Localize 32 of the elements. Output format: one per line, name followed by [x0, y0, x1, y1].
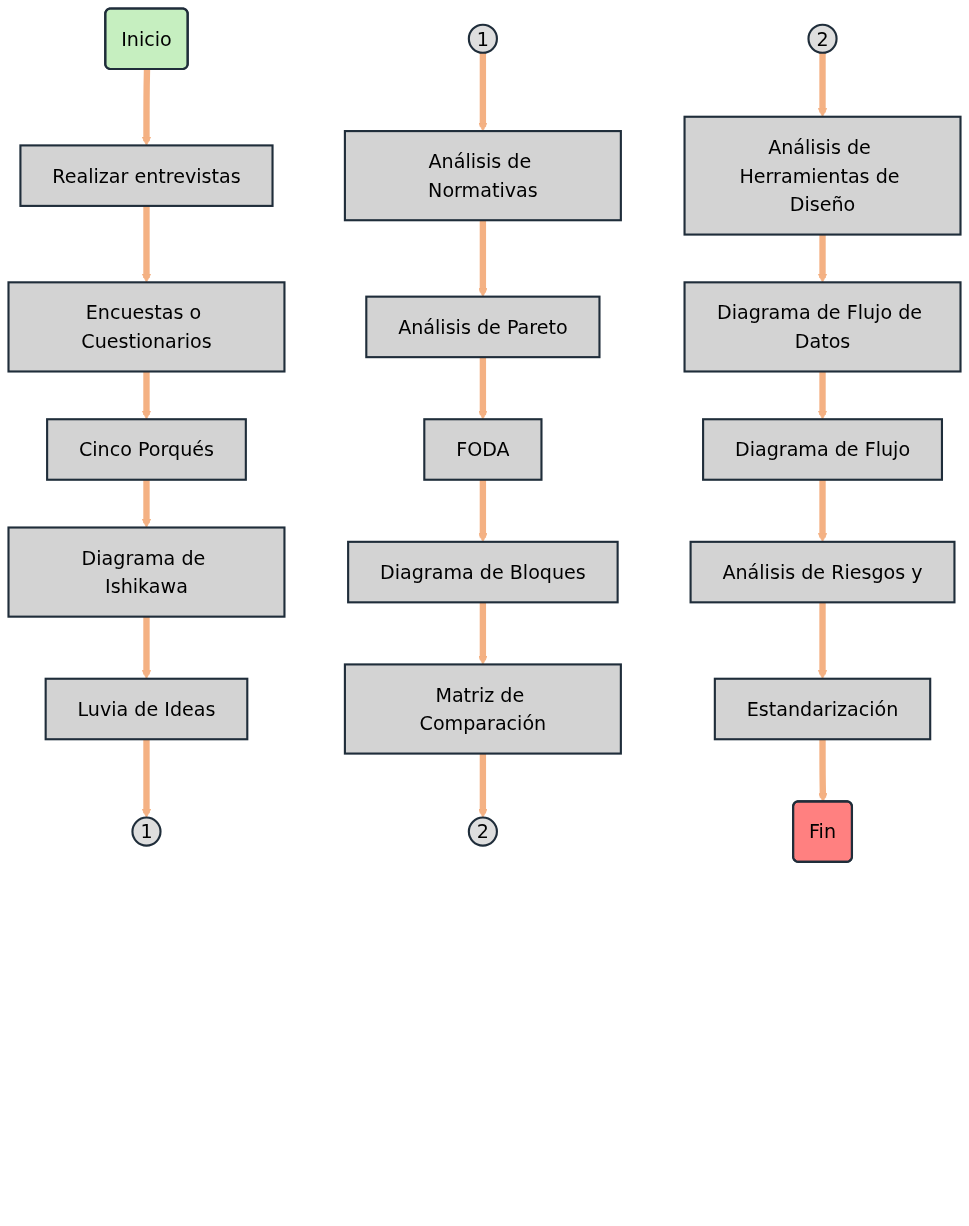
arrow	[478, 52, 488, 132]
arrow	[817, 371, 828, 420]
node-box: Análisis de Herramientas de Diseño	[683, 115, 962, 236]
node-box: FODA	[423, 418, 543, 481]
node-box: Estandarización	[713, 677, 932, 741]
node-circle: 1	[131, 816, 162, 847]
arrow	[478, 753, 488, 818]
node-box: Encuestas o Cuestionarios	[7, 281, 286, 373]
node-box: Análisis de Riesgos y	[689, 540, 956, 604]
node-box: Análisis de Normativas	[343, 130, 622, 222]
node-box: Diagrama de Ishikawa	[7, 526, 286, 618]
arrow	[141, 205, 152, 283]
arrow	[478, 602, 488, 665]
arrow	[141, 371, 152, 420]
node-box: Matriz de Comparación	[343, 663, 622, 755]
arrow	[141, 739, 152, 818]
node-box: Diagrama de Flujo de Datos	[683, 281, 962, 373]
node-box: Análisis de Pareto	[365, 295, 601, 359]
arrow	[817, 234, 828, 283]
node-circle: 2	[807, 23, 838, 54]
node-box: Cinco Porqués	[46, 418, 247, 481]
arrow	[478, 357, 488, 420]
node-box: Realizar entrevistas	[19, 144, 274, 207]
arrow	[141, 479, 152, 528]
node-box: Diagrama de Bloques	[347, 540, 619, 604]
node-circle: 2	[467, 816, 498, 847]
arrow	[141, 69, 152, 146]
node-box: Diagrama de Flujo	[702, 418, 943, 481]
arrow	[818, 739, 828, 803]
node-box: Luvia de Ideas	[44, 677, 249, 741]
arrow	[478, 220, 488, 298]
node-circle: 1	[467, 23, 498, 54]
